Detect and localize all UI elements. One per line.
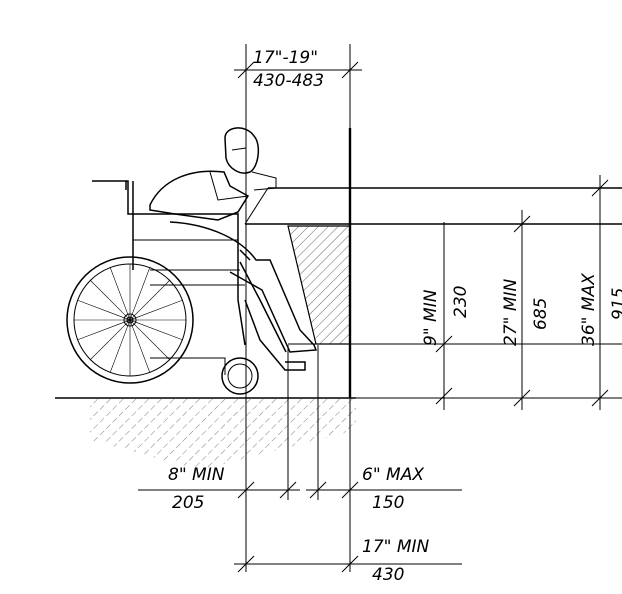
- dim-top: 17"-19" 430-483: [234, 44, 362, 398]
- dim-toe-metric: 205: [172, 493, 204, 513]
- dim-toe: 8" MIN 205: [138, 345, 300, 513]
- counter: [244, 187, 622, 225]
- dim-knee-height: 9" MIN 230: [356, 222, 622, 410]
- dim-toe-imperial: 8" MIN: [168, 465, 225, 485]
- dim-knee-imperial: 9" MIN: [421, 289, 441, 346]
- dim-toe-depth-metric: 150: [372, 493, 404, 513]
- dim-toe-depth: 6" MAX 150: [306, 345, 462, 513]
- dim-top-metric: 430-483: [253, 71, 324, 91]
- dim-underside-height: 27" MIN 685: [501, 210, 551, 410]
- dim-knee-depth: 17" MIN 430: [234, 500, 462, 585]
- dim-counter-height: 36" MAX 915: [579, 175, 622, 410]
- wheelchair: [66, 180, 306, 395]
- floor-line: [55, 397, 356, 470]
- dim-knee-metric: 230: [451, 286, 471, 318]
- knee-clearance-block: [287, 225, 622, 398]
- dim-counter-imperial: 36" MAX: [579, 273, 599, 346]
- dim-counter-metric: 915: [609, 288, 622, 320]
- dim-toe-depth-imperial: 6" MAX: [362, 465, 424, 485]
- seated-person: [149, 127, 318, 353]
- dim-underside-metric: 685: [531, 298, 551, 330]
- dim-top-imperial: 17"-19": [253, 48, 318, 68]
- dim-underside-imperial: 27" MIN: [501, 278, 521, 346]
- dim-knee-depth-metric: 430: [372, 565, 404, 585]
- dim-knee-depth-imperial: 17" MIN: [362, 537, 430, 557]
